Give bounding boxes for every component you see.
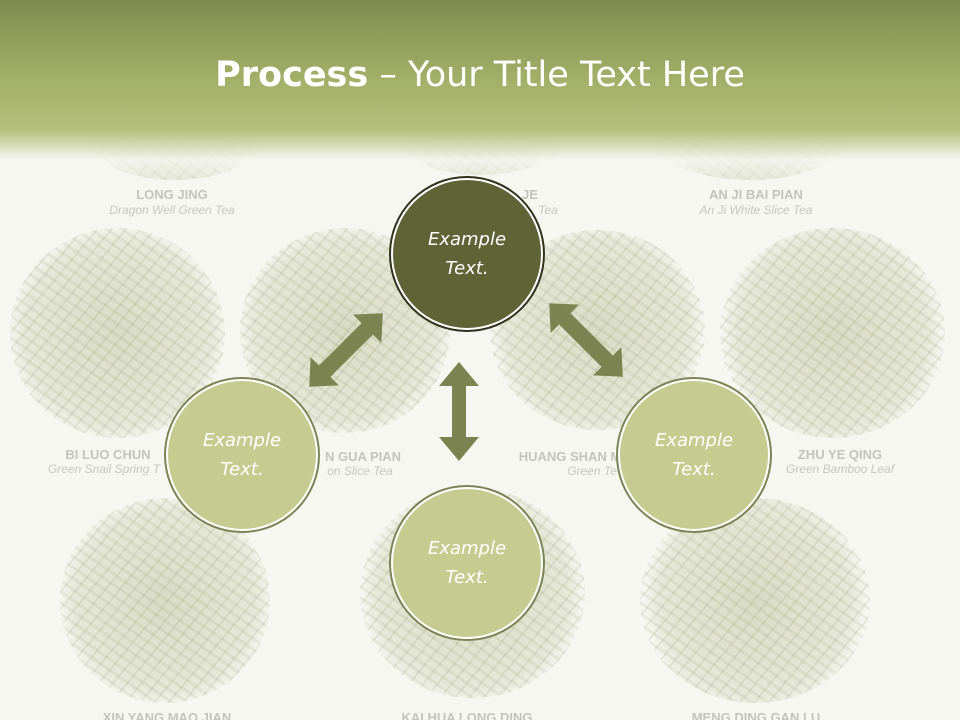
process-node-bottom-text: Example Text. xyxy=(427,538,507,588)
slide-title[interactable]: Process – Your Title Text Here xyxy=(0,52,960,98)
process-node-top-text: Example Text. xyxy=(427,229,507,279)
tea-name-huang-shan: HUANG SHAN M xyxy=(518,449,622,464)
tea-name-top-center: JE xyxy=(522,187,538,202)
tea-name-gua-pian: N GUA PIAN xyxy=(324,449,402,464)
header-band xyxy=(0,0,960,190)
process-node-left-text: Example Text. xyxy=(202,430,282,480)
tea-subtitle-top-center: Tea xyxy=(538,203,558,217)
process-node-top[interactable]: Example Text. xyxy=(391,178,543,330)
tea-name-zhu-ye-qing: ZHU YE QING xyxy=(797,447,883,462)
arrow-diagonal-right xyxy=(549,303,623,377)
tea-name-long-jing: LONG JING xyxy=(136,187,208,202)
tea-subtitle-gua-pian: on Slice Tea xyxy=(327,464,393,478)
tea-subtitle-long-jing: Dragon Well Green Tea xyxy=(109,203,235,217)
tea-subtitle-huang-shan: Green Te xyxy=(567,464,617,478)
tea-name-an-ji-bai-pian: AN JI BAI PIAN xyxy=(709,187,803,202)
tea-subtitle-zhu-ye-qing: Green Bamboo Leaf xyxy=(785,462,895,476)
tea-image-mid-4 xyxy=(720,228,945,438)
tea-image-bottom-1 xyxy=(60,498,270,703)
process-node-right-text: Example Text. xyxy=(654,430,734,480)
process-node-bottom[interactable]: Example Text. xyxy=(391,487,543,639)
title-bold: Process xyxy=(215,55,369,95)
tea-name-kai-hua-long-ding: KAI HUA LONG DING xyxy=(401,710,533,720)
tea-name-meng-ding-gan-lu: MENG DING GAN LU xyxy=(691,710,821,720)
process-node-left[interactable]: Example Text. xyxy=(166,379,318,531)
title-rest: – Your Title Text Here xyxy=(368,55,745,95)
arrow-diagonal-left xyxy=(309,313,383,387)
arrow-vertical xyxy=(439,362,479,461)
tea-subtitle-bi-luo-chun: Green Snail Spring T xyxy=(47,462,161,476)
tea-name-bi-luo-chun: BI LUO CHUN xyxy=(65,447,151,462)
tea-image-bottom-3 xyxy=(640,498,870,703)
process-node-right[interactable]: Example Text. xyxy=(618,379,770,531)
tea-name-xin-yang-mao-jian: XIN YANG MAO JIAN xyxy=(102,710,232,720)
tea-subtitle-an-ji-bai-pian: An Ji White Slice Tea xyxy=(699,203,813,217)
